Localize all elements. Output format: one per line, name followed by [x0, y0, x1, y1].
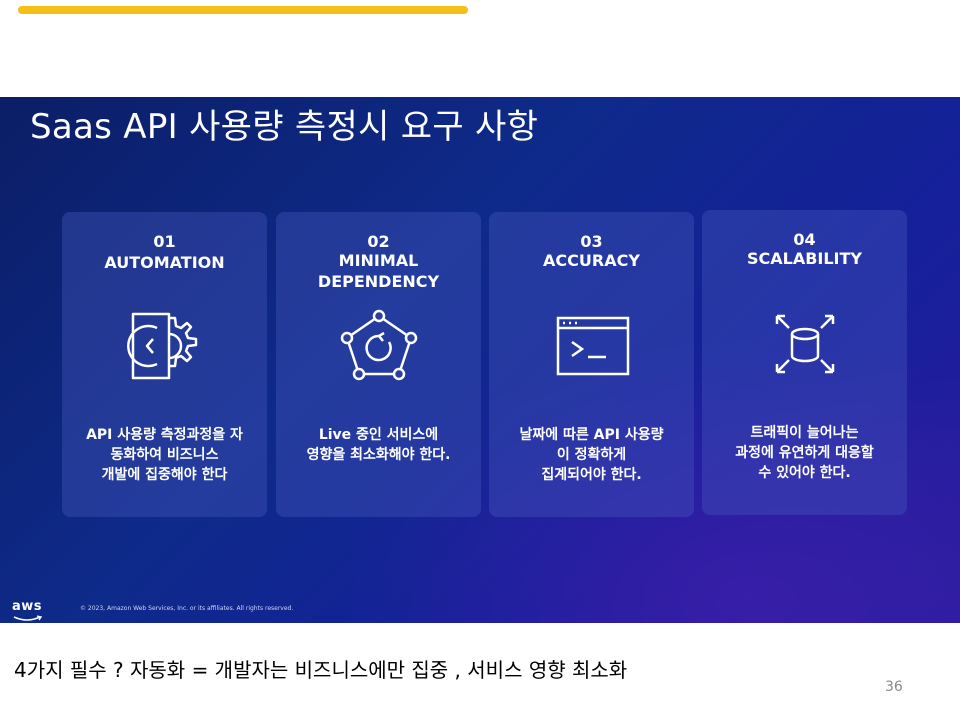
card-number: 04: [793, 230, 816, 249]
card-accuracy: 03 ACCURACY 날짜에 따른 API 사용량 이 정확하게 집계되어야 …: [489, 212, 694, 517]
terminal-icon: [556, 316, 629, 376]
card-automation: 01 AUTOMATION API 사용량 측정과정을 자 동화하여 비즈니스 …: [62, 212, 267, 517]
card-number: 01: [153, 232, 176, 251]
presentation-slide: Saas API 사용량 측정시 요구 사항 01 AUTOMATION API…: [0, 97, 960, 623]
speaker-note: 4가지 필수 ? 자동화 = 개발자는 비즈니스에만 집중 , 서비스 영향 최…: [14, 658, 628, 682]
card-description: 트래픽이 늘어나는 과정에 유연하게 대응할 수 있어야 한다.: [735, 425, 874, 481]
card-name: ACCURACY: [543, 251, 640, 270]
scalability-database-icon: [775, 314, 834, 374]
dependency-network-icon: [340, 309, 417, 381]
card-name: SCALABILITY: [746, 249, 863, 268]
card-number: 03: [580, 232, 603, 251]
card-minimal-dependency: 02 MINIMAL DEPENDENCY Live 중인 서비스에 영향을 최…: [276, 212, 481, 517]
card-name: MINIMAL DEPENDENCY: [317, 251, 440, 291]
page-number: 36: [885, 679, 903, 695]
top-accent-bar: [18, 6, 468, 14]
card-scalability: 04 SCALABILITY 트래픽이 늘어나는 과정에 유연하게 대응할 수 …: [702, 210, 907, 515]
slide-title: Saas API 사용량 측정시 요구 사항: [30, 107, 539, 147]
automation-gear-icon: [126, 312, 197, 380]
card-description: Live 중인 서비스에 영향을 최소화해야 한다.: [306, 427, 451, 463]
copyright-text: © 2023, Amazon Web Services, Inc. or its…: [80, 605, 294, 612]
aws-logo: aws: [12, 599, 43, 614]
aws-smile-icon: [13, 615, 43, 621]
card-description: API 사용량 측정과정을 자 동화하여 비즈니스 개발에 집중해야 한다: [86, 427, 243, 483]
card-name: AUTOMATION: [104, 253, 225, 272]
card-number: 02: [367, 232, 390, 251]
card-description: 날짜에 따른 API 사용량 이 정확하게 집계되어야 한다.: [519, 427, 664, 483]
